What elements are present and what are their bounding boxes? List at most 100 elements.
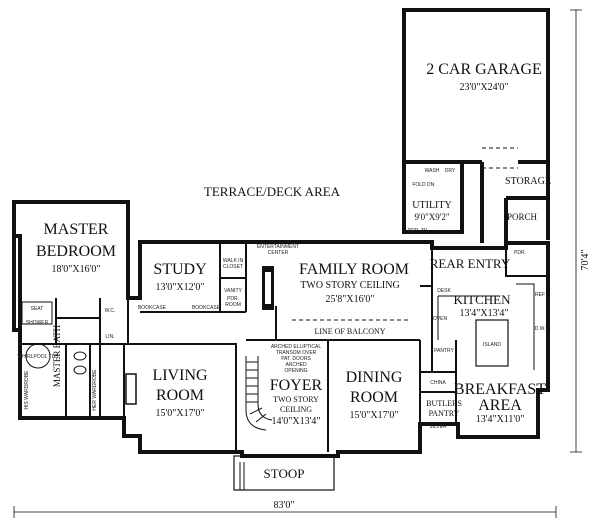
breakfast-dims: 13'4"X11'0": [476, 414, 525, 425]
shower-stall: [21, 301, 53, 325]
foyer-name: FOYER: [270, 377, 323, 394]
foyer-dims: 14'0"X13'4": [272, 416, 321, 427]
desk-label: DESK: [437, 288, 451, 294]
bookcase-left-label: BOOKCASE: [138, 305, 167, 311]
entertainment-label-1: ENTERTAINMENT: [257, 244, 299, 250]
closet-wall: [220, 242, 247, 312]
kitchen-dims: 13'4"X13'4": [460, 308, 509, 319]
pdr-kitchen-label: PDR.: [514, 250, 526, 256]
tub: [25, 343, 51, 369]
storage-walls: [480, 162, 550, 243]
wc-label: W.C.: [105, 308, 116, 314]
living-name-1: LIVING: [152, 367, 208, 384]
whirlpool-label: WHIRLPOOL TUB: [17, 354, 59, 360]
stoop-steps: [239, 462, 245, 490]
her-wardrobe-label: HER WARDROBE: [92, 369, 98, 411]
drop-zone-label: DRP. ZN.: [408, 228, 429, 234]
silver-label: SILVER: [429, 424, 447, 430]
entertainment-label-2: CENTER: [268, 250, 289, 256]
closet-label-2: CLOSET: [223, 264, 243, 270]
garage-walls: [402, 8, 550, 164]
terrace-name: TERRACE/DECK AREA: [204, 184, 341, 199]
master-name-2: BEDROOM: [36, 243, 116, 260]
arched-label-2: TRANSOM OVER: [276, 350, 317, 356]
arched-opening-1: ARCHED: [285, 362, 307, 368]
island-label: ISLAND: [483, 342, 501, 348]
balcony-label: LINE OF BALCONY: [314, 327, 385, 336]
fold-label: FOLD DN.: [412, 182, 435, 188]
closet-label-1: WALK IN: [223, 258, 244, 264]
stoop-name: STOOP: [264, 466, 305, 481]
kitchen-island: [475, 319, 509, 367]
depth-dim-line: [570, 9, 582, 453]
wardrobe-walls: [65, 344, 101, 418]
family-south-wall: [246, 306, 420, 341]
study-fireplace-inner: [265, 272, 271, 304]
garage-dims: 23'0"X24'0": [460, 82, 509, 93]
arched-label-3: PAT. DOORS: [281, 356, 311, 362]
arched-opening-2: OPENING: [284, 368, 307, 374]
foyer-note-2: CEILING: [280, 405, 312, 414]
breakfast-name-1: BREAKFAST: [454, 381, 546, 398]
pantry-label: PANTRY: [434, 348, 454, 354]
arched-label-1: ARCHED ELLIPTICAL: [271, 344, 322, 350]
kitchen-west-wall: [420, 248, 433, 372]
living-walls: [123, 343, 237, 452]
sink-2: [73, 365, 87, 375]
master-dims: 18'0"X16'0": [52, 264, 101, 275]
butlers-name-2: PANTRY: [429, 409, 460, 418]
utility-walls: [402, 162, 464, 234]
dw-label: D.W.: [535, 326, 546, 332]
utility-dims: 9'0"X9'2": [414, 212, 449, 222]
living-name-2: ROOM: [156, 387, 204, 404]
garage-door-line: [482, 147, 518, 169]
stoop-slab: [233, 455, 335, 491]
bookcase-right-label: BOOKCASE: [192, 305, 221, 311]
wash-label: WASH: [425, 168, 440, 174]
seat-label: SEAT: [31, 306, 44, 312]
dining-name-1: DINING: [346, 369, 403, 386]
main-house-walls: [12, 200, 550, 458]
pantry-walls: [420, 340, 457, 424]
depth-dimension: 70'4": [580, 250, 591, 271]
living-fireplace: [125, 373, 137, 405]
breakfast-name-2: AREA: [478, 397, 522, 414]
stair-curve: [245, 356, 273, 431]
kitchen-name: KITCHEN: [453, 292, 511, 307]
china-label: CHINA: [430, 380, 446, 386]
foyer-note-1: TWO STORY: [273, 395, 319, 404]
shower-label: SHOWER: [26, 320, 49, 326]
lin-label: LIN.: [105, 334, 114, 340]
rear-entry-name: REAR ENTRY: [430, 256, 511, 271]
butlers-name-1: BUTLERS: [426, 399, 462, 408]
utility-name: UTILITY: [412, 200, 451, 211]
master-bump: [12, 202, 22, 330]
living-dims: 15'0"X17'0": [156, 408, 205, 419]
garage-name: 2 CAR GARAGE: [426, 61, 542, 78]
study-dims: 13'0"X12'0": [156, 282, 205, 293]
oven-label: OVEN: [433, 316, 448, 322]
family-dims: 25'8"X16'0": [326, 294, 375, 305]
master-bath-name: MASTER BATH: [52, 324, 62, 387]
ref-label: REF: [535, 292, 545, 298]
study-name: STUDY: [153, 261, 207, 278]
rear-entry-wall: [505, 248, 548, 277]
dining-name-2: ROOM: [350, 389, 398, 406]
storage-name: STORAGE: [505, 176, 551, 187]
kitchen-counters: [437, 283, 535, 370]
porch-name: PORCH: [507, 212, 538, 222]
master-name-1: MASTER: [44, 221, 109, 238]
pdr-label-2: ROOM: [225, 302, 241, 308]
vanity-label: VANITY: [224, 288, 242, 294]
family-name: FAMILY ROOM: [299, 261, 409, 278]
his-wardrobe-label: HIS WARDROBE: [24, 370, 30, 410]
dining-dims: 15'0"X17'0": [350, 410, 399, 421]
pdr-label-1: PDR.: [227, 296, 239, 302]
width-dimension: 83'0": [274, 500, 295, 511]
width-dim-line: [13, 506, 557, 518]
dry-label: DRY: [445, 168, 456, 174]
family-note: TWO STORY CEILING: [300, 280, 399, 291]
sink-1: [73, 351, 87, 361]
stair-treads: [246, 361, 267, 423]
